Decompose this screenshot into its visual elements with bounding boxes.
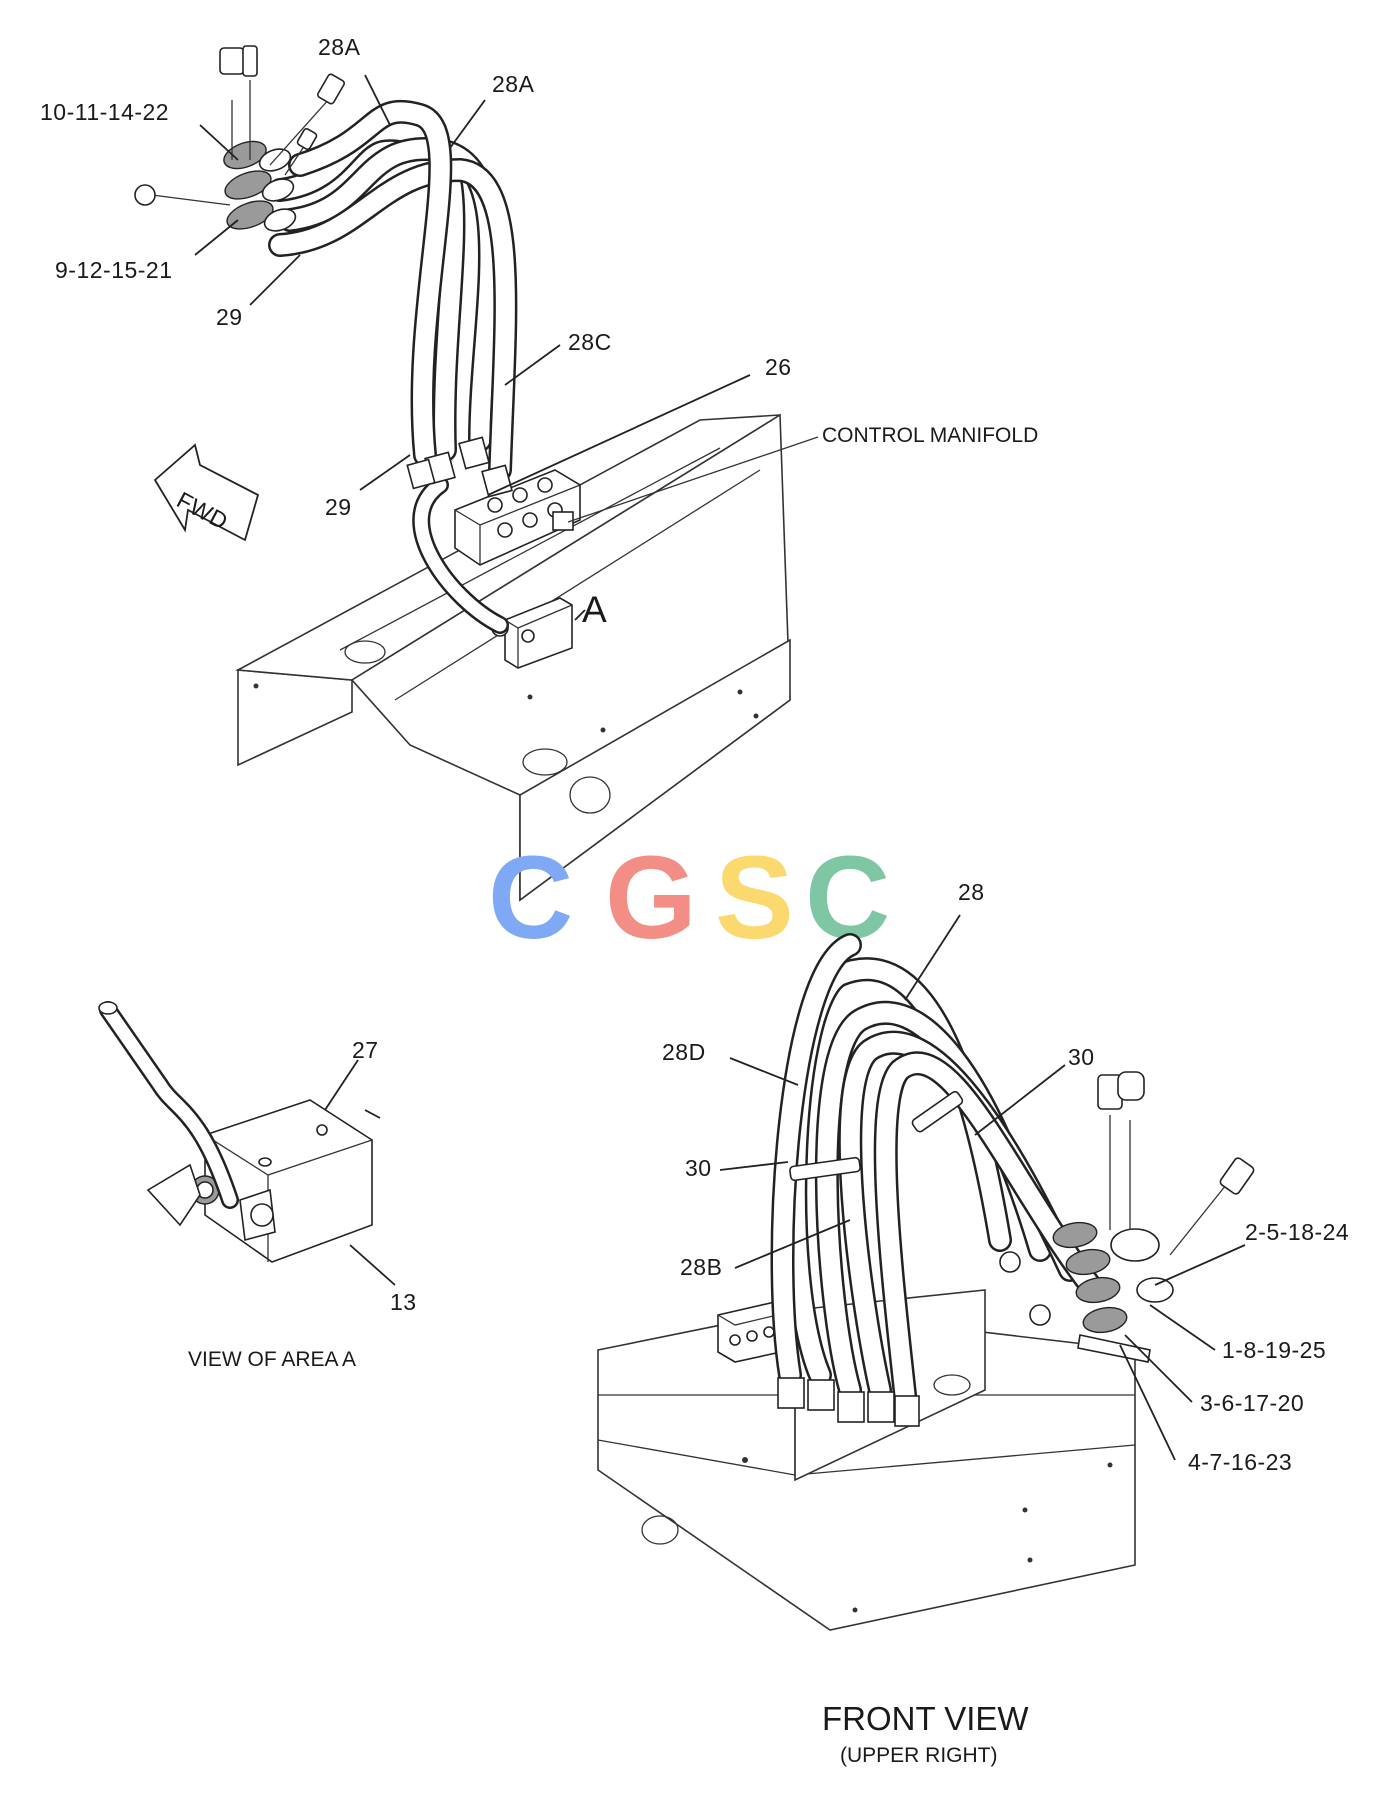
callout-28c: 28C bbox=[568, 329, 612, 355]
front-view-leader-lines bbox=[719, 914, 1246, 1461]
callout-control-manifold: CONTROL MANIFOLD bbox=[822, 424, 1038, 447]
top-hose-bundle bbox=[268, 99, 518, 634]
callout-9-12-15-21: 9-12-15-21 bbox=[55, 257, 173, 283]
callout-10-11-14-22: 10-11-14-22 bbox=[40, 99, 169, 125]
callout-27: 27 bbox=[352, 1037, 379, 1063]
watermark-letter-c1: C bbox=[488, 832, 573, 964]
callout-13: 13 bbox=[390, 1289, 417, 1315]
caption-view-of-area-a: VIEW OF AREA A bbox=[188, 1348, 356, 1371]
front-view-hose-bundle bbox=[770, 933, 1102, 1427]
callout-28: 28 bbox=[958, 879, 985, 905]
callout-30-left: 30 bbox=[685, 1155, 712, 1181]
callout-30-right: 30 bbox=[1068, 1044, 1095, 1070]
front-view-fittings-cluster bbox=[999, 1071, 1255, 1363]
callout-area-a: A bbox=[582, 589, 607, 630]
cgsc-watermark: C G S C bbox=[488, 832, 890, 964]
callout-29-top: 29 bbox=[216, 304, 243, 330]
top-fittings-cluster bbox=[134, 45, 345, 232]
callout-26: 26 bbox=[765, 354, 792, 380]
watermark-letter-g: G bbox=[605, 832, 697, 964]
front-view-manifold bbox=[717, 1301, 791, 1363]
caption-upper-right: (UPPER RIGHT) bbox=[840, 1744, 998, 1767]
callout-28a-left: 28A bbox=[318, 34, 361, 60]
fwd-label: FWD bbox=[173, 486, 233, 534]
callout-28b: 28B bbox=[680, 1254, 722, 1280]
control-manifold bbox=[454, 469, 581, 566]
top-leader-lines bbox=[194, 74, 819, 621]
callout-3-6-17-20: 3-6-17-20 bbox=[1200, 1390, 1304, 1416]
callout-28a-right: 28A bbox=[492, 71, 535, 97]
callout-1-8-19-25: 1-8-19-25 bbox=[1222, 1337, 1326, 1363]
callout-29-mid: 29 bbox=[325, 494, 352, 520]
area-a-detail bbox=[98, 1001, 381, 1263]
callout-28d: 28D bbox=[662, 1039, 706, 1065]
callout-4-7-16-23: 4-7-16-23 bbox=[1188, 1449, 1292, 1475]
fwd-arrow-icon: FWD bbox=[153, 443, 260, 542]
watermark-letter-s: S bbox=[715, 832, 794, 964]
caption-front-view: FRONT VIEW bbox=[822, 1700, 1029, 1737]
callout-2-5-18-24: 2-5-18-24 bbox=[1245, 1219, 1349, 1245]
